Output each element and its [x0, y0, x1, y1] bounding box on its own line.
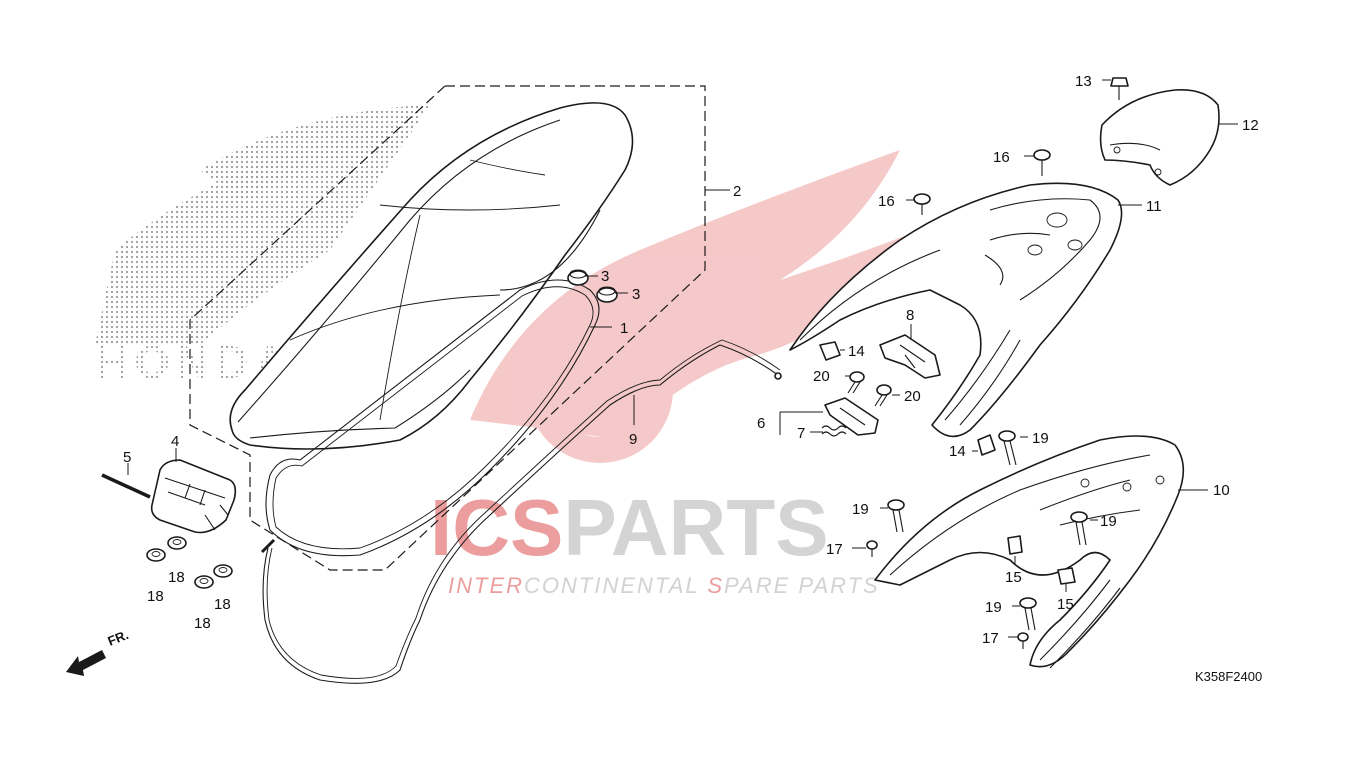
- callout-16b: 16: [878, 193, 895, 210]
- icsparts-wing-watermark: [470, 150, 920, 463]
- callout-8: 8: [906, 307, 914, 324]
- callout-6: 6: [757, 415, 765, 432]
- callout-7: 7: [797, 425, 805, 442]
- clip-15b: [1057, 567, 1076, 585]
- catch-spring: [821, 425, 847, 437]
- bolt-20b: [874, 384, 892, 407]
- callout-9: 9: [629, 431, 637, 448]
- cable-end-rear: [774, 372, 782, 380]
- callout-19a: 19: [1032, 430, 1049, 447]
- callout-19b: 19: [852, 501, 869, 518]
- callout-16a: 16: [993, 149, 1010, 166]
- seat-seal: [265, 279, 600, 557]
- callout-15b: 15: [1057, 596, 1074, 613]
- callout-13: 13: [1075, 73, 1092, 90]
- honda-wing-logo-watermark: HONDA: [95, 105, 430, 388]
- nut-18d: [213, 564, 233, 578]
- clip-14a: [819, 341, 841, 361]
- rear-center-cover: [789, 182, 1123, 438]
- front-direction-indicator: FR.: [66, 627, 131, 676]
- callout-15a: 15: [1005, 569, 1022, 586]
- bolt-19a: [998, 430, 1017, 466]
- diagram-code: K358F2400: [1195, 669, 1262, 684]
- callout-3b: 3: [632, 286, 640, 303]
- callout-17b: 17: [982, 630, 999, 647]
- callout-12: 12: [1242, 117, 1259, 134]
- callout-17a: 17: [826, 541, 843, 558]
- screw-13: [1110, 77, 1129, 100]
- callout-3a: 3: [601, 268, 609, 285]
- seat-catch: [824, 397, 879, 436]
- leader-lines: [127, 79, 1238, 638]
- seat-hinge-bracket: [879, 334, 941, 379]
- arrow-left-icon: [66, 650, 106, 676]
- bolt-19c: [1070, 511, 1088, 546]
- cable-end-front: [260, 538, 276, 554]
- bolt-19d: [1019, 597, 1037, 631]
- callout-18c: 18: [194, 615, 211, 632]
- callout-18b: 18: [168, 569, 185, 586]
- callout-11: 11: [1146, 198, 1162, 215]
- watermark-brand: ICSPARTS: [430, 483, 829, 572]
- callout-19c: 19: [1100, 513, 1117, 530]
- callout-19d: 19: [985, 599, 1002, 616]
- callout-2: 2: [733, 183, 741, 200]
- seat-lock: [150, 459, 237, 534]
- clip-14b: [977, 434, 996, 456]
- rear-cover-cap: [1099, 88, 1220, 186]
- callout-labels: 1 2 3 3 4 5 6 7 8 9 10 11 12 13 14 14 15…: [123, 73, 1259, 647]
- callout-5: 5: [123, 449, 131, 466]
- clip-16a: [1033, 149, 1051, 176]
- callout-20a: 20: [813, 368, 830, 385]
- seat-lock-cable: [262, 344, 779, 684]
- callout-18a: 18: [147, 588, 164, 605]
- callout-4: 4: [171, 433, 179, 450]
- seat-cushion-2: [596, 286, 618, 303]
- seat-lock-rod: [101, 473, 151, 499]
- clip-15a: [1007, 535, 1023, 555]
- screw-17b: [1017, 632, 1029, 649]
- callout-14b: 14: [949, 443, 966, 460]
- nut-18a: [146, 548, 166, 562]
- callout-14a: 14: [848, 343, 865, 360]
- watermark-tagline: INTERCONTINENTAL SPARE PARTS: [448, 573, 880, 598]
- nut-18b: [167, 536, 187, 550]
- callout-20b: 20: [904, 388, 921, 405]
- nut-18c: [194, 575, 214, 589]
- seat-cushion-1: [567, 269, 589, 286]
- bolt-20a: [847, 371, 865, 394]
- clip-16b: [913, 193, 931, 215]
- callout-1: 1: [620, 320, 628, 337]
- bolt-19b: [887, 499, 905, 533]
- seat: [229, 102, 634, 450]
- icsparts-text-watermark: ICSPARTS INTERCONTINENTAL SPARE PARTS: [430, 483, 880, 598]
- screw-17a: [866, 540, 878, 557]
- callout-10: 10: [1213, 482, 1230, 499]
- front-label: FR.: [106, 627, 131, 649]
- rear-side-cover: [874, 435, 1185, 669]
- callout-18d: 18: [214, 596, 231, 613]
